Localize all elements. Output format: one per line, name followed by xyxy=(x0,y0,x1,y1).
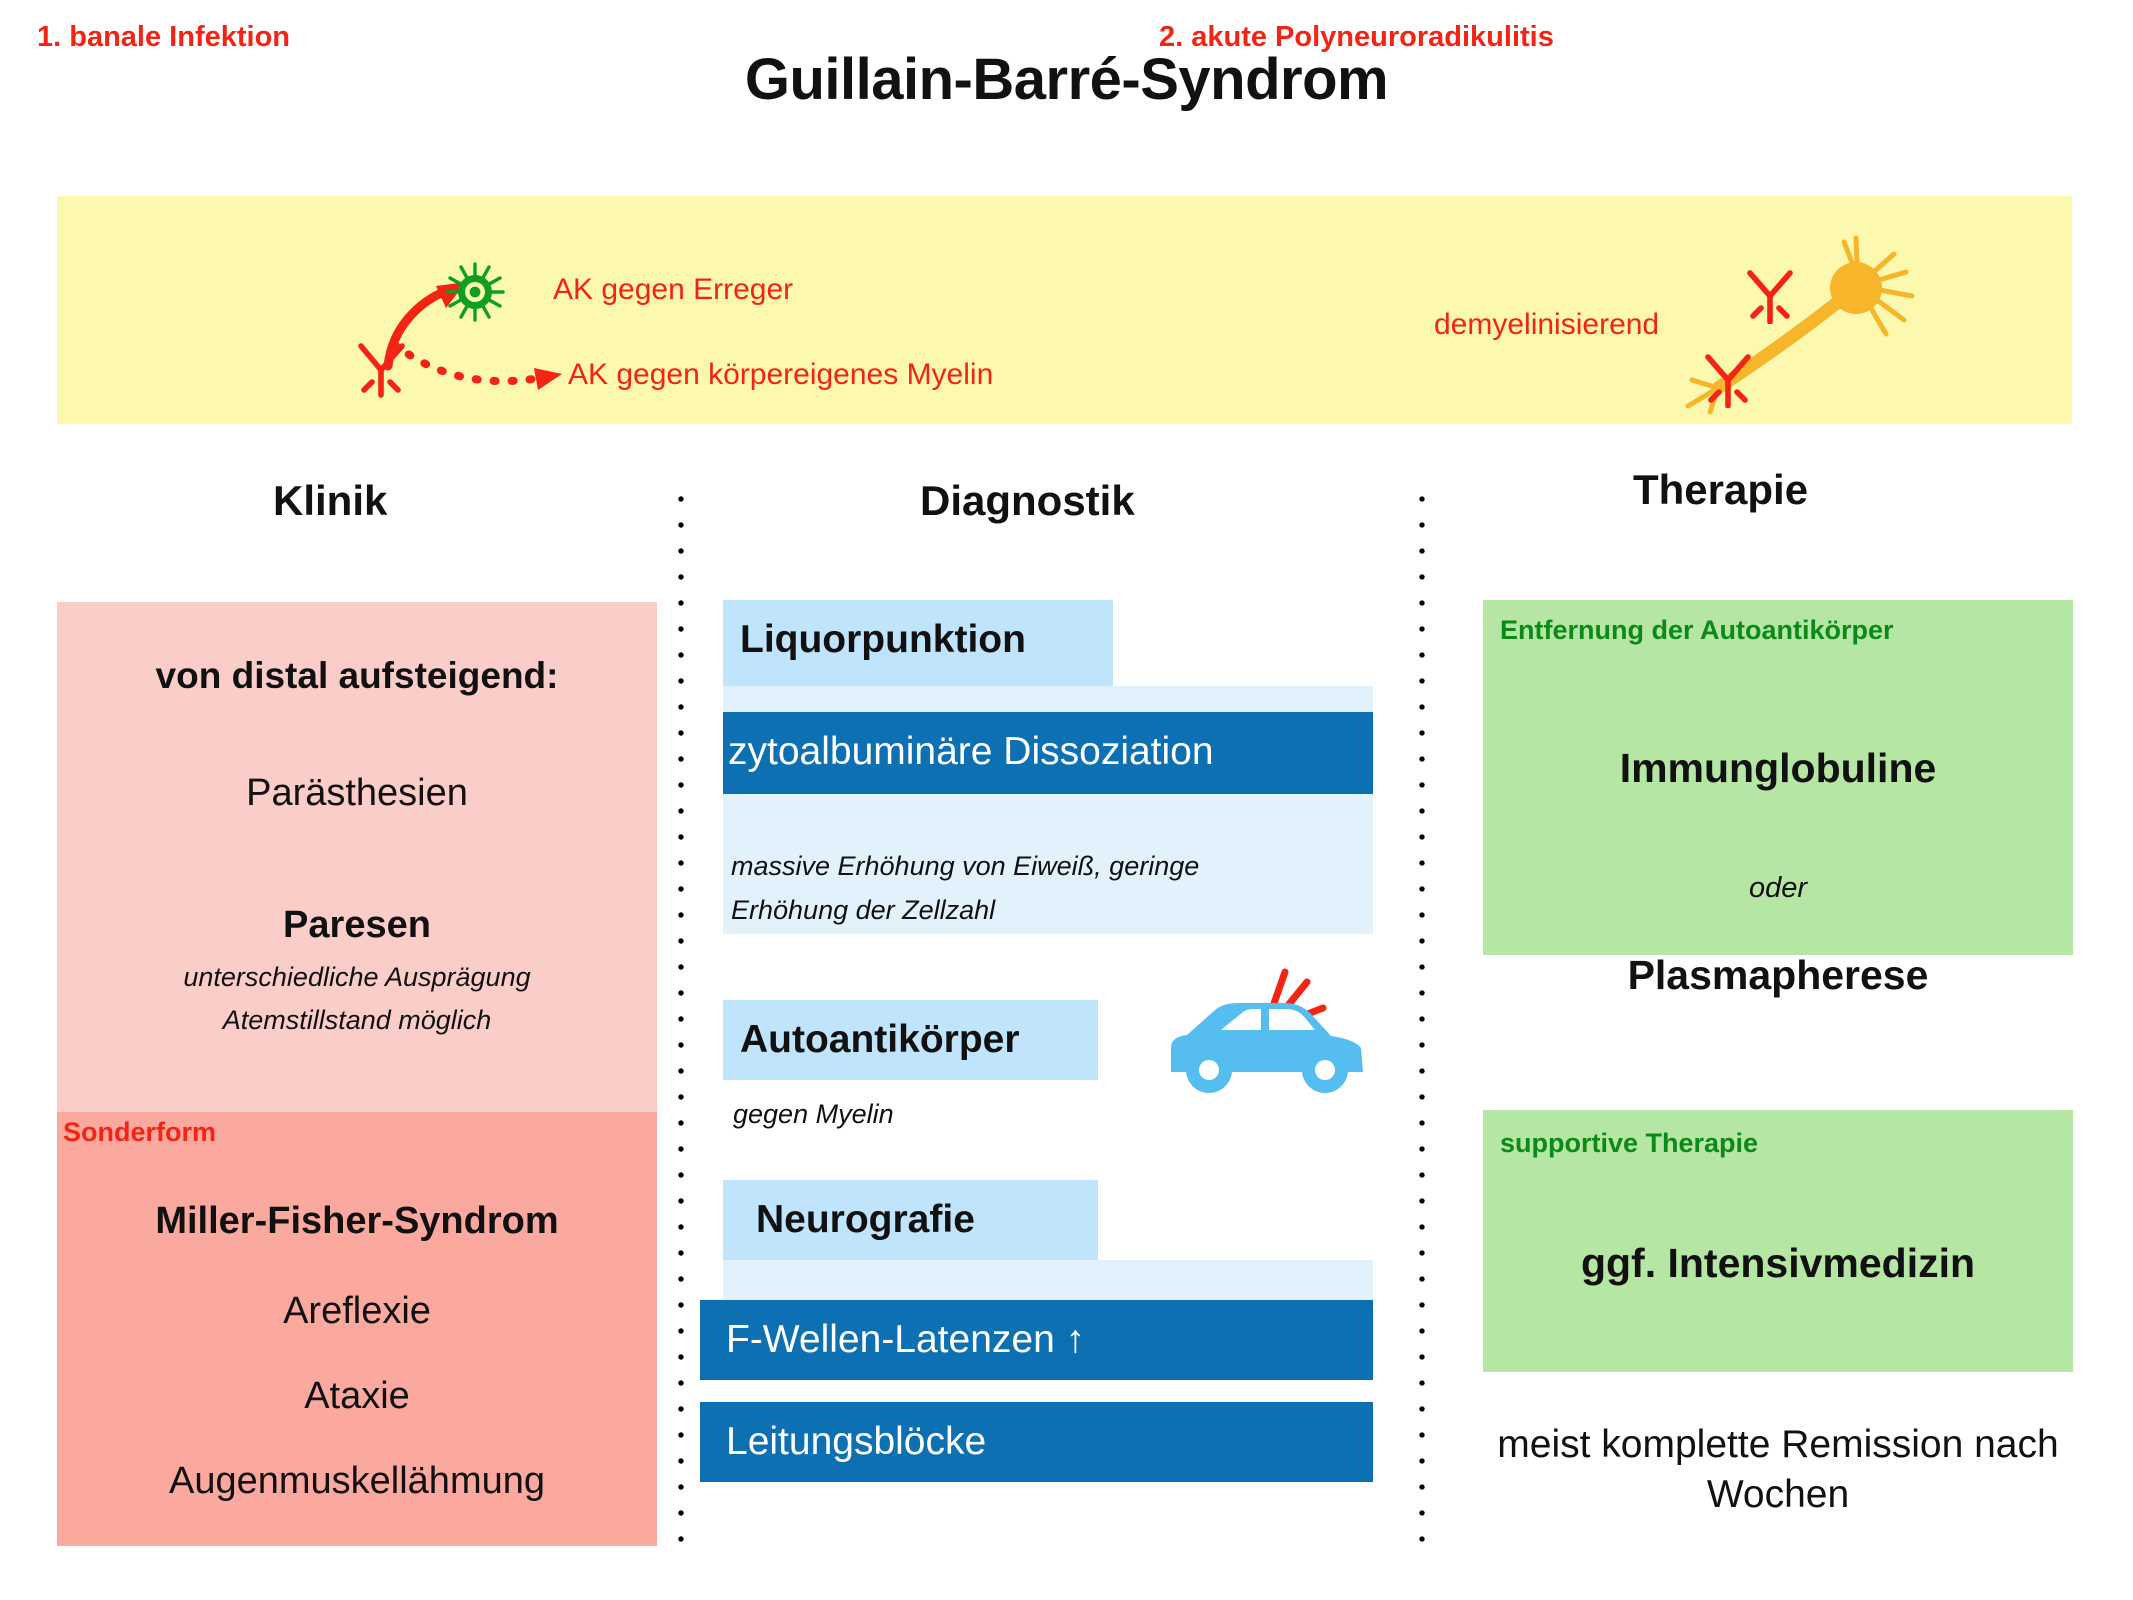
label-ak-gegen-erreger: AK gegen Erreger xyxy=(553,273,794,306)
klinik-paresen-sub-1: unterschiedliche Ausprägung xyxy=(183,962,531,992)
diagnostik-fwellen-box xyxy=(700,1300,1373,1380)
diagnostik-massive-line-1: massive Erhöhung von Eiweiß, geringe xyxy=(731,851,1200,881)
klinik-miller-fisher: Miller-Fisher-Syndrom xyxy=(155,1200,559,1242)
diagnostik-leitungsbloecke-label: Leitungsblöcke xyxy=(726,1420,987,1463)
klinik-paresen-sub-2: Atemstillstand möglich xyxy=(222,1005,492,1035)
therapie-oder: oder xyxy=(1748,872,1808,904)
diagnostik-autoantikoerper-box xyxy=(723,1000,1098,1080)
klinik-sonderform-box xyxy=(57,1112,657,1546)
column-divider-right xyxy=(1418,486,1426,1546)
virus-icon xyxy=(445,262,505,322)
diagnostik-zytoalbuminaere-label: zytoalbuminäre Dissoziation xyxy=(728,730,1214,773)
klinik-ataxie: Ataxie xyxy=(304,1375,410,1417)
diagnostik-gegen-myelin-label: gegen Myelin xyxy=(733,1099,894,1129)
diagnostik-fwellen-label: F-Wellen-Latenzen ↑ xyxy=(726,1318,1086,1361)
therapie-box-primary xyxy=(1483,600,2073,955)
diagnostik-neurografie-box xyxy=(723,1180,1098,1260)
label-ak-gegen-myelin: AK gegen körpereigenes Myelin xyxy=(568,358,994,391)
diagnostik-zytoalbuminaere-box xyxy=(723,712,1373,794)
banner-step-2-heading: 2. akute Polyneuroradikulitis xyxy=(1159,21,1554,53)
antibody-icon xyxy=(1747,270,1793,324)
klinik-areflexie: Areflexie xyxy=(283,1290,431,1332)
antibody-icon xyxy=(1705,354,1751,408)
crashed-car-icon xyxy=(1171,968,1363,1093)
diagnostik-leitungsbloecke-box xyxy=(700,1402,1373,1482)
antibody-icon xyxy=(358,343,405,398)
page-title: Guillain-Barré-Syndrom xyxy=(744,47,1389,112)
therapie-entfernung-label: Entfernung der Autoantikörper xyxy=(1500,615,1894,645)
therapie-intensivmedizin: ggf. Intensivmedizin xyxy=(1580,1240,1976,1286)
column-heading-therapie: Therapie xyxy=(1633,466,1809,513)
diagnostik-massive-line-2: Erhöhung der Zellzahl xyxy=(731,895,996,925)
diagnostik-liquor-strip xyxy=(723,686,1373,712)
klinik-sonderform-label: Sonderform xyxy=(63,1117,217,1147)
diagnostik-liquor-detail-box xyxy=(723,794,1373,934)
column-heading-diagnostik: Diagnostik xyxy=(920,477,1135,524)
diagnostik-autoantikoerper-label: Autoantikörper xyxy=(740,1018,1020,1061)
diagnostik-neurografie-label: Neurografie xyxy=(756,1198,975,1241)
banner-step-1-heading: 1. banale Infektion xyxy=(37,21,290,53)
therapie-immunglobuline: Immunglobuline xyxy=(1619,745,1937,791)
diagnostik-liquorpunktion-box xyxy=(723,600,1113,686)
dotted-arrow-icon xyxy=(390,340,562,390)
klinik-paresen: Paresen xyxy=(283,904,431,946)
therapie-plasmapherese: Plasmapherese xyxy=(1627,952,1929,998)
column-heading-klinik: Klinik xyxy=(273,477,388,524)
klinik-paraesthesien: Parästhesien xyxy=(246,772,468,814)
therapie-remission-text: meist komplette Remission nach Wochen xyxy=(1497,1423,2059,1516)
klinik-augenmuskel: Augenmuskellähmung xyxy=(168,1460,545,1502)
klinik-main-box xyxy=(57,602,657,1112)
diagnostik-neurografie-strip xyxy=(723,1260,1373,1300)
diagnostik-liquorpunktion-label: Liquorpunktion xyxy=(740,618,1026,661)
klinik-distal-text: von distal aufsteigend: xyxy=(155,655,559,696)
label-demyelinisierend: demyelinisierend xyxy=(1434,308,1660,341)
column-divider-left xyxy=(677,486,685,1546)
therapie-supportive-label: supportive Therapie xyxy=(1500,1128,1759,1158)
therapie-box-supportive xyxy=(1483,1110,2073,1372)
diagnostik-box-gap xyxy=(700,1380,1373,1402)
